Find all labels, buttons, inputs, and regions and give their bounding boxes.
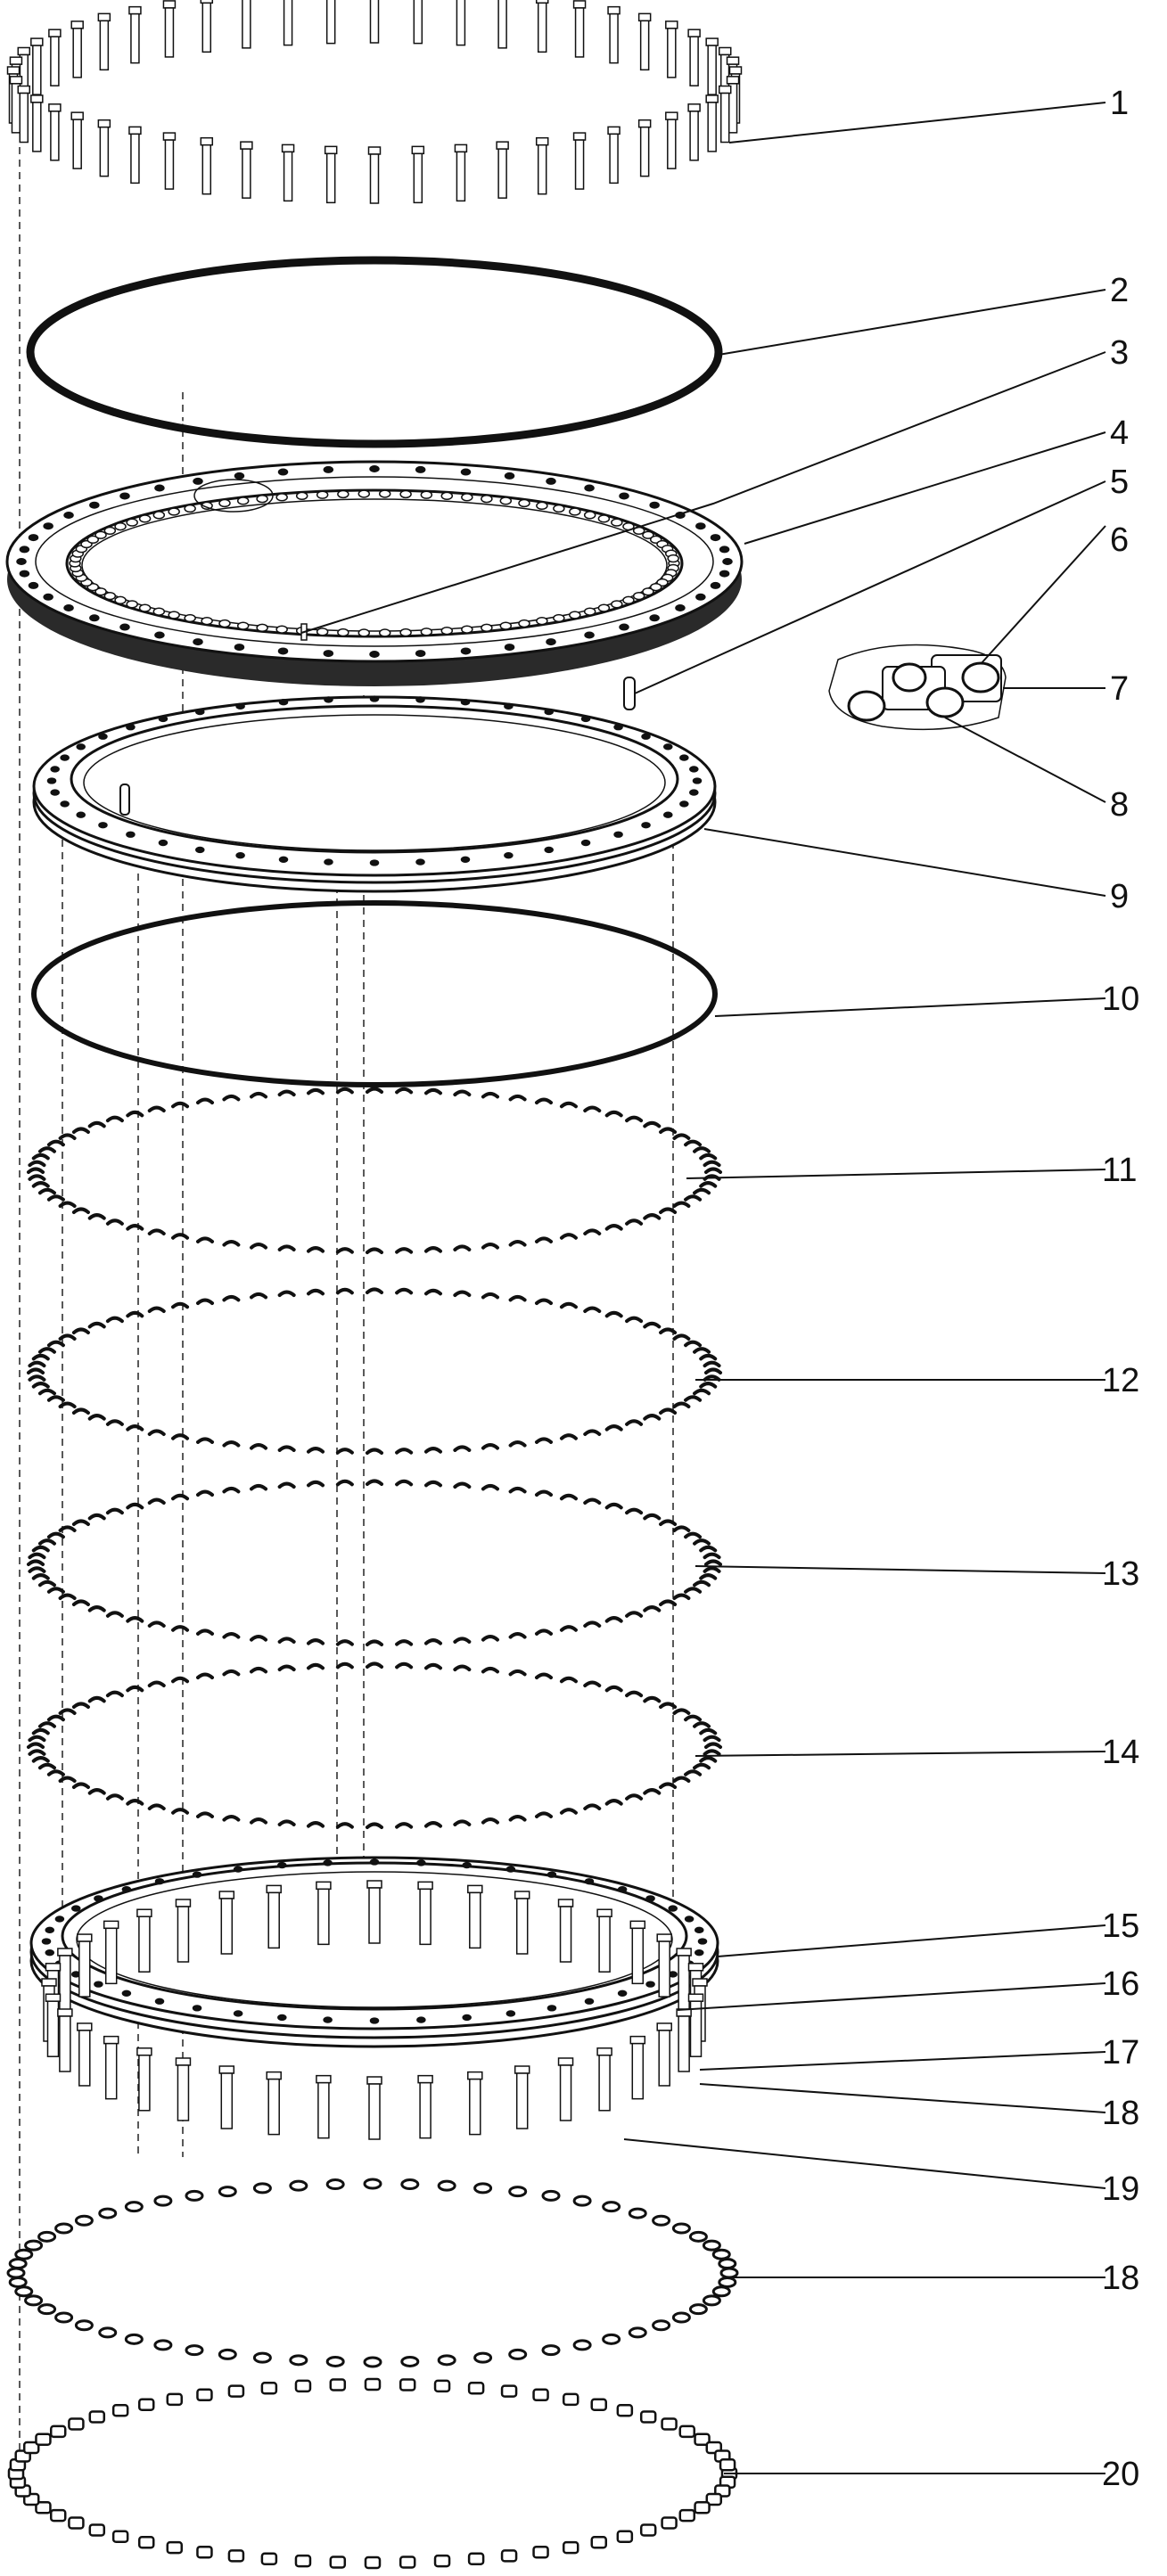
- part-20-hex-nut-ring: [7, 2377, 738, 2570]
- callout-16: 16: [1102, 1965, 1139, 2003]
- part-4-toothed-outer-ring: [5, 460, 744, 686]
- leader-lines: [300, 102, 1106, 2474]
- callout-15: 15: [1102, 1907, 1139, 1945]
- callout-11: 11: [1102, 1152, 1137, 1189]
- part-10-seal-ring: [31, 900, 718, 1087]
- callout-7: 7: [1110, 670, 1129, 708]
- part-12-washer-ring: [27, 1287, 722, 1455]
- callout-1: 1: [1110, 85, 1129, 122]
- part-8-roller: [925, 686, 965, 718]
- rolling-element-detail: [828, 644, 1007, 731]
- part-9-inner-ring: [32, 695, 717, 893]
- part-2-seal-ring: [26, 256, 723, 448]
- part-6-roller: [961, 661, 1000, 693]
- callout-20: 20: [1102, 2456, 1139, 2493]
- callout-3: 3: [1110, 334, 1129, 372]
- filling-plug-detail: [193, 479, 274, 513]
- callout-19: 19: [1102, 2170, 1139, 2208]
- part-13-washer-ring: [27, 1479, 722, 1646]
- part-5-dowel-pin: [623, 677, 636, 710]
- callout-6: 6: [1110, 521, 1129, 559]
- callout-17: 17: [1102, 2034, 1139, 2071]
- part-16-19-lower-bolts: [41, 1880, 708, 2140]
- callout-2: 2: [1110, 272, 1129, 309]
- callout-14: 14: [1102, 1734, 1139, 1771]
- callout-10: 10: [1102, 980, 1139, 1018]
- part-14-washer-ring: [27, 1661, 722, 1829]
- callout-13: 13: [1102, 1555, 1139, 1593]
- callout-18: 18: [1102, 2095, 1139, 2132]
- part-11-washer-ring: [27, 1087, 722, 1254]
- part-18-nut-ring: [6, 2178, 739, 2368]
- callout-18-lower: 18: [1102, 2260, 1139, 2297]
- callout-4: 4: [1110, 414, 1129, 452]
- part-1-bolt-ring: [6, 0, 743, 204]
- callout-labels: 1 2 3 4 5 6 7 8 9 10 11 12 13 14 15 16 1…: [1102, 85, 1139, 2493]
- callout-5: 5: [1110, 464, 1129, 501]
- callout-9: 9: [1110, 878, 1129, 915]
- callout-8: 8: [1110, 786, 1129, 824]
- callout-12: 12: [1102, 1362, 1139, 1399]
